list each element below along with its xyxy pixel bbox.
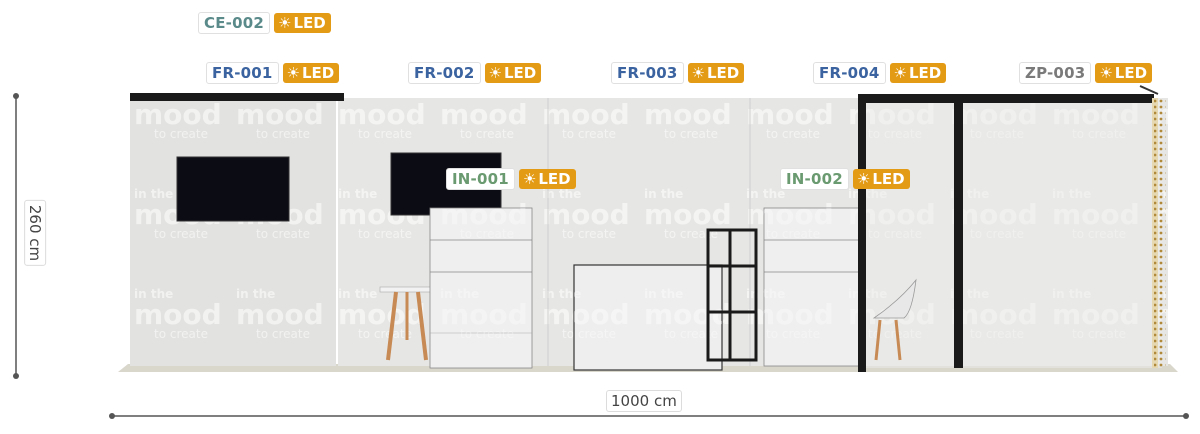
label-code: FR-003 <box>611 62 684 84</box>
meeting-cabin-zp003 <box>858 85 1166 372</box>
label-zp003: ZP-003 ☀LED <box>1019 62 1153 84</box>
label-fr004: FR-004 ☀LED <box>813 62 947 84</box>
sun-icon: ☀ <box>286 63 300 82</box>
sun-icon: ☀ <box>1099 63 1113 82</box>
sun-icon: ☀ <box>278 13 292 32</box>
sun-icon: ☀ <box>691 63 705 82</box>
counter-in002 <box>763 207 861 367</box>
shelf-unit <box>706 228 758 362</box>
sun-icon: ☀ <box>856 169 871 188</box>
sun-icon: ☀ <box>893 63 907 82</box>
width-dimension-line <box>109 413 1189 419</box>
counter-in001 <box>429 207 533 369</box>
label-code: FR-002 <box>408 62 481 84</box>
led-badge: ☀LED <box>484 63 542 83</box>
label-fr003: FR-003 ☀LED <box>611 62 745 84</box>
bar-stool-1 <box>379 286 433 361</box>
tv-screen-1 <box>176 156 290 222</box>
label-code: ZP-003 <box>1019 62 1092 84</box>
led-badge: ☀LED <box>1095 63 1153 83</box>
label-code: IN-002 <box>780 168 849 190</box>
width-label: 1000 cm <box>606 390 682 412</box>
reception-counter <box>573 264 723 371</box>
label-code: FR-001 <box>206 62 279 84</box>
label-in002: IN-002 ☀LED <box>780 168 910 190</box>
led-badge: ☀LED <box>852 169 910 189</box>
label-ce002: CE-002 ☀LED <box>198 12 331 34</box>
led-badge: ☀LED <box>274 13 331 33</box>
height-label: 260 cm <box>24 199 47 267</box>
label-fr001: FR-001 ☀LED <box>206 62 340 84</box>
chair <box>872 278 917 361</box>
led-badge: ☀LED <box>282 63 340 83</box>
label-code: IN-001 <box>446 168 515 190</box>
height-dimension-line <box>13 93 19 379</box>
sun-icon: ☀ <box>522 169 537 188</box>
led-badge: ☀LED <box>687 63 745 83</box>
led-badge: ☀LED <box>518 169 576 189</box>
label-in001: IN-001 ☀LED <box>446 168 576 190</box>
label-code: FR-004 <box>813 62 886 84</box>
sun-icon: ☀ <box>488 63 502 82</box>
led-badge: ☀LED <box>889 63 947 83</box>
label-code: CE-002 <box>198 12 270 34</box>
label-fr002: FR-002 ☀LED <box>408 62 542 84</box>
